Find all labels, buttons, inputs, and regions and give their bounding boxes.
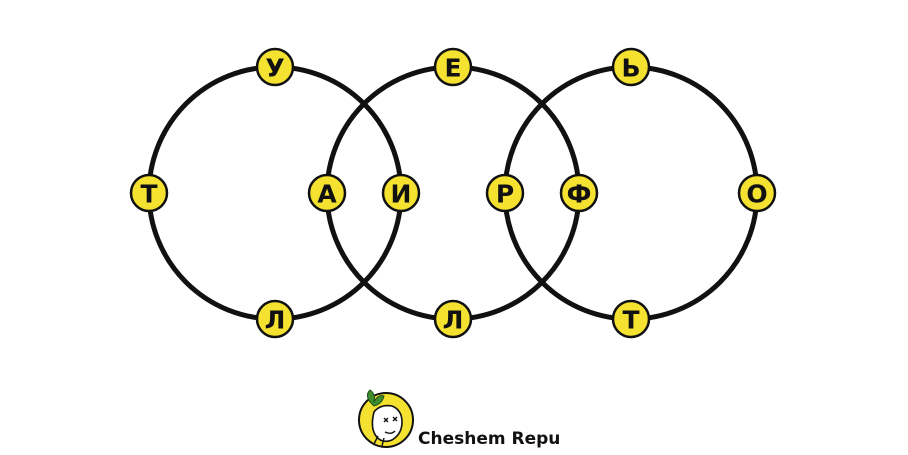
- letter-text: Т: [140, 180, 157, 209]
- letter-text: Л: [265, 306, 286, 335]
- circle-middle-letter-left: А: [307, 173, 347, 213]
- letter-text: Р: [496, 180, 514, 209]
- circle-left-letter-bottom: Л: [255, 299, 295, 339]
- letter-text: Ф: [567, 180, 592, 209]
- rings-layer: [146, 64, 760, 322]
- circle-middle-letter-bottom: Л: [433, 299, 473, 339]
- letter-text: Т: [622, 306, 639, 335]
- badges-layer: У Т И Л Е А Ф Л Ь Р О Т: [129, 47, 777, 339]
- letter-badge: [307, 173, 347, 213]
- brand-logo-group: Cheshem Repu: [358, 389, 560, 449]
- letter-text: И: [391, 180, 412, 209]
- letter-badge: [381, 173, 421, 213]
- circle-left-letter-right: И: [381, 173, 421, 213]
- letter-badge: [611, 47, 651, 87]
- circle-left-letter-top: У: [255, 47, 295, 87]
- circle-middle-letter-right: Ф: [559, 173, 599, 213]
- circle-left-letter-left: Т: [129, 173, 169, 213]
- letter-badge: [559, 173, 599, 213]
- letter-text: У: [265, 54, 284, 83]
- brand-logo-icon: [358, 389, 414, 448]
- brand-name: Cheshem Repu: [418, 429, 560, 449]
- letter-badge: [129, 173, 169, 213]
- circle-middle-letter-top: Е: [433, 47, 473, 87]
- circle-right-letter-top: Ь: [611, 47, 651, 87]
- letter-badge: [433, 299, 473, 339]
- letter-text: Л: [443, 306, 464, 335]
- letter-badge: [611, 299, 651, 339]
- letter-badge: [737, 173, 777, 213]
- letter-text: А: [317, 180, 337, 209]
- letter-text: О: [746, 180, 767, 209]
- letter-text: Е: [444, 54, 461, 83]
- circle-right-letter-left: Р: [485, 173, 525, 213]
- letter-badge: [485, 173, 525, 213]
- letter-badge: [433, 47, 473, 87]
- circle-right-letter-bottom: Т: [611, 299, 651, 339]
- letter-badge: [255, 47, 295, 87]
- letter-text: Ь: [621, 54, 640, 83]
- circle-right: [502, 64, 760, 322]
- circle-right-letter-right: О: [737, 173, 777, 213]
- letter-badge: [255, 299, 295, 339]
